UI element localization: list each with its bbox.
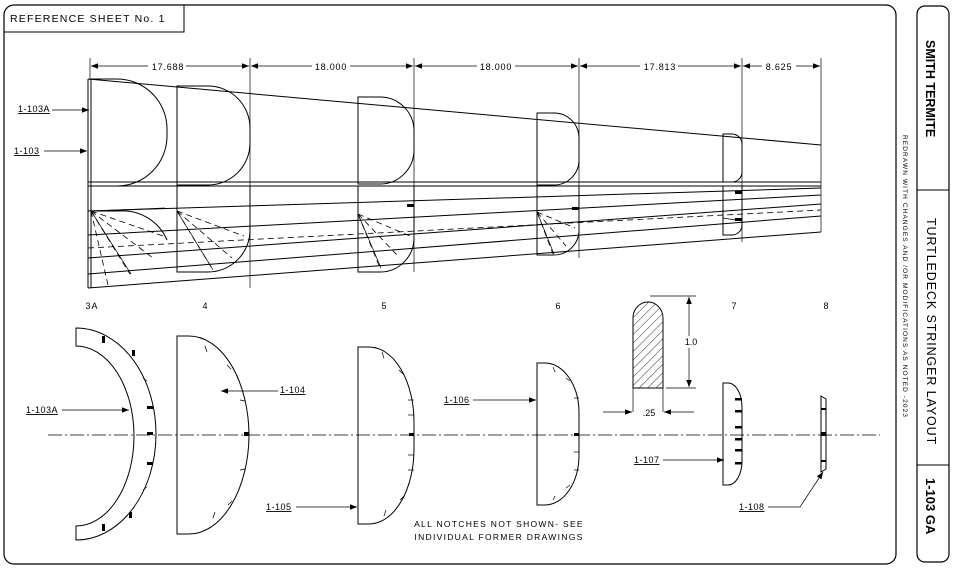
dimension-text-5: 8.625 <box>766 62 793 72</box>
main-border <box>3 4 897 565</box>
station-label: 8 <box>823 301 828 311</box>
station-label: 6 <box>555 301 560 311</box>
note-line-1: ALL NOTCHES NOT SHOWN- SEE <box>414 519 584 529</box>
former-1-106 <box>536 362 580 506</box>
title-block-border <box>916 5 950 563</box>
station-label: 7 <box>731 301 736 311</box>
part-label-1-103a-top: 1-103A <box>18 104 50 114</box>
station-label: 3A <box>85 301 98 311</box>
former-1-103a <box>75 327 157 541</box>
station-label: 4 <box>202 301 207 311</box>
station-label: 5 <box>381 301 386 311</box>
note-line-2: INDIVIDUAL FORMER DRAWINGS <box>414 532 583 542</box>
dimension-text-2: 18.000 <box>315 62 347 72</box>
dimension-text-4: 17.813 <box>644 62 676 72</box>
part-label-1-103a-bottom: 1-103A <box>26 405 58 415</box>
former-1-105 <box>357 346 415 525</box>
former-1-103a-notches <box>102 336 153 531</box>
part-label-1-105: 1-105 <box>266 502 292 512</box>
turtledeck-plan-view <box>87 78 822 289</box>
reference-sheet-box <box>4 5 185 33</box>
drawing-number: 1-103 GA <box>923 478 938 535</box>
part-label-1-106: 1-106 <box>444 395 470 405</box>
part-label-1-103-top: 1-103 <box>14 146 40 156</box>
sheet-title: TURTLEDECK STRINGER LAYOUT <box>924 218 938 445</box>
section-height-label: 1.0 <box>685 337 698 347</box>
project-title: SMITH TERMITE <box>923 40 937 137</box>
former-1-104 <box>176 335 250 535</box>
dimension-text-1: 17.688 <box>152 62 184 72</box>
former-1-107-notches <box>735 398 742 465</box>
dimension-text-3: 18.000 <box>480 62 512 72</box>
part-label-1-104: 1-104 <box>280 385 306 395</box>
part-label-1-107: 1-107 <box>634 455 660 465</box>
part-label-1-108: 1-108 <box>739 502 765 512</box>
dimension-line <box>89 58 822 288</box>
revision-note: REDRAWN WITH CHANGES AND /OR MODIFICATIO… <box>901 135 908 418</box>
section-width-label: .25 <box>643 408 656 418</box>
stringer-section-detail <box>603 295 698 415</box>
former-1-108 <box>820 395 827 473</box>
reference-sheet-label: REFERENCE SHEET No. 1 <box>10 13 166 25</box>
former-1-107 <box>722 382 743 486</box>
